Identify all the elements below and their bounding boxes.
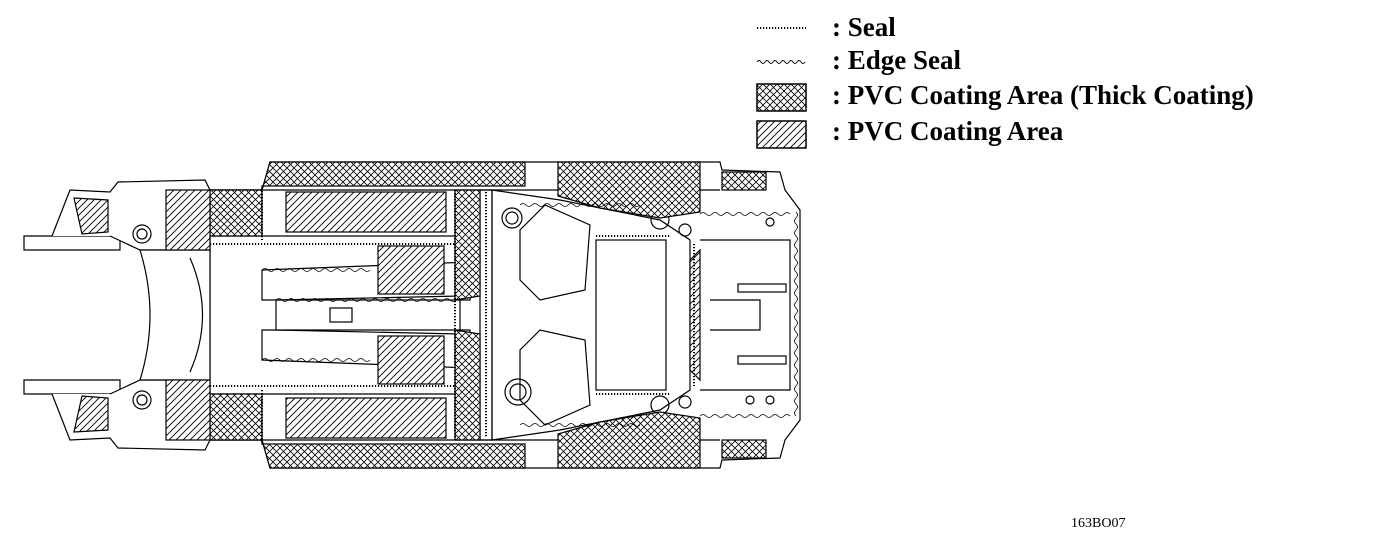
edge-seals [261, 203, 798, 427]
pvc-areas [73, 189, 701, 441]
seals [210, 188, 695, 442]
figure-code: 163BO07 [1071, 516, 1126, 531]
pvc-thick-swatch [756, 83, 807, 112]
legend-label-pvc-thick: : PVC Coating Area (Thick Coating) [832, 80, 1254, 110]
edge-seal-swatch [756, 60, 806, 64]
legend-label-pvc: : PVC Coating Area [832, 116, 1064, 146]
legend-swatches [756, 27, 807, 149]
legend-label-seal: : Seal [832, 12, 896, 42]
legend-label-edge-seal: : Edge Seal [832, 45, 962, 75]
pvc-thick-areas [209, 161, 767, 469]
pvc-swatch [756, 120, 807, 149]
